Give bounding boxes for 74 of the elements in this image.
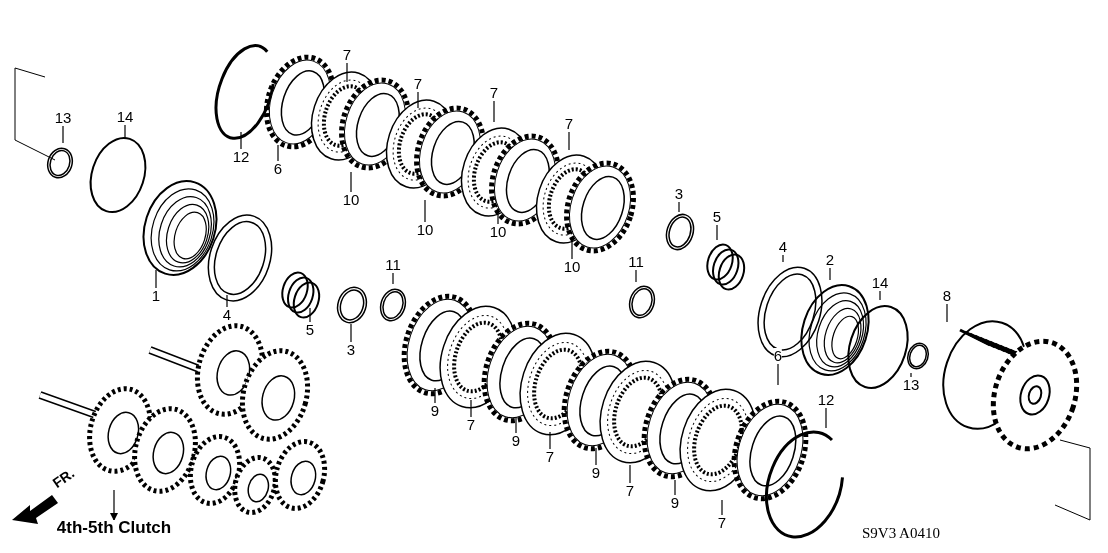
callout-number: 7 [413,76,423,92]
callout-number: 7 [466,417,476,433]
drawing-code: S9V3 A0410 [862,525,940,542]
leader-line [946,303,948,323]
leader-line [392,272,394,285]
leader-line [110,489,118,521]
callout-number: 10 [416,222,434,238]
callout-number: 9 [670,495,680,511]
leader-line [434,387,436,404]
assembly-caption: 4th-5th Clutch [56,520,172,536]
leader-line [879,290,881,301]
callout-number: 7 [717,515,727,531]
leader-line [350,171,352,193]
callout-number: 14 [116,109,134,125]
leader-line [674,479,676,496]
callout-number: 2 [825,252,835,268]
leader-line [829,267,831,281]
leader-line [568,131,570,151]
callout-number: 3 [346,342,356,358]
leader-line [635,269,637,283]
leader-line [493,100,495,123]
callout-number: 14 [871,275,889,291]
leader-line [629,464,631,484]
callout-number: 5 [712,209,722,225]
callout-number: 7 [342,47,352,63]
callout-number: 8 [942,288,952,304]
callout-number: 12 [817,392,835,408]
callout-number: 10 [563,259,581,275]
callout-number: 3 [674,186,684,202]
callout-number: 1 [151,288,161,304]
callout-number: 10 [342,192,360,208]
leader-line [309,307,311,323]
leader-line [346,62,348,83]
leader-line [240,131,242,150]
leader-line [571,239,573,260]
callout-number: 9 [511,433,521,449]
leader-line [417,91,419,109]
callout-number: 13 [902,377,920,393]
callout-number: 10 [489,224,507,240]
callout-number: 4 [222,307,232,323]
leader-line [825,407,827,429]
leader-line [277,144,279,162]
direction-label: FR. [49,465,78,491]
leader-line [350,323,352,343]
leader-line [226,294,228,308]
leader-line [497,207,499,225]
callout-number: 9 [591,465,601,481]
callout-number: 6 [273,161,283,177]
leader-line [777,363,779,386]
leader-line [549,431,551,450]
callout-number: 11 [385,257,401,273]
callout-number: 5 [305,322,315,338]
leader-line [910,372,912,378]
leader-line [124,124,126,139]
leader-line [470,399,472,418]
callout-number: 12 [232,149,250,165]
callout-number: 9 [430,403,440,419]
callout-number: 6 [773,348,783,364]
callout-number: 7 [489,85,499,101]
leader-line [716,224,718,241]
leader-line [782,254,784,263]
callout-number: 13 [54,110,72,126]
callout-number: 7 [625,483,635,499]
leader-line [155,269,157,289]
leader-line [721,499,723,516]
callout-number: 7 [564,116,574,132]
leader-line [424,199,426,223]
leader-line [515,416,517,434]
leader-line [678,201,680,213]
callout-number: 7 [545,449,555,465]
callout-number: 4 [778,239,788,255]
leader-line [595,447,597,466]
leader-line [62,125,64,144]
callout-number: 11 [628,254,644,270]
